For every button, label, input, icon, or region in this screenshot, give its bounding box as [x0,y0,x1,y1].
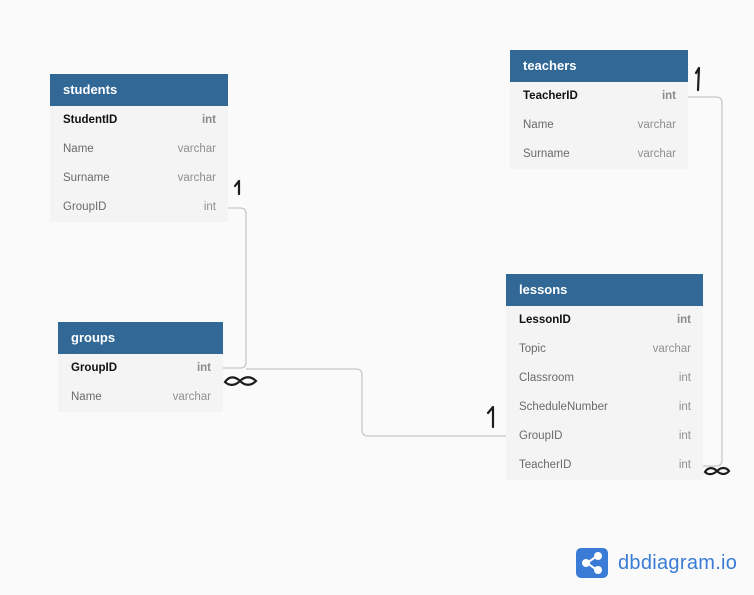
field-row[interactable]: ScheduleNumber int [506,393,703,422]
dbdiagram-brand-link[interactable]: dbdiagram.io [576,548,737,578]
field-name: TeacherID [519,459,572,471]
field-row[interactable]: Surname varchar [510,140,688,169]
share-icon [576,548,608,578]
field-name: GroupID [519,430,563,442]
field-type: int [676,314,691,326]
field-name: Surname [523,148,570,160]
field-type: varchar [172,391,211,403]
table-header[interactable]: students [50,74,228,106]
field-type: int [678,430,691,442]
field-row[interactable]: Classroom int [506,364,703,393]
table-lessons[interactable]: lessons LessonID int Topic varchar Class… [506,274,703,480]
field-row[interactable]: Surname varchar [50,164,228,193]
field-type: int [661,90,676,102]
field-row[interactable]: TeacherID int [510,82,688,111]
field-row[interactable]: Topic varchar [506,335,703,364]
field-name: Name [523,119,554,131]
relationship-groups-lessons[interactable] [246,368,506,437]
field-row[interactable]: StudentID int [50,106,228,135]
field-name: Name [71,391,102,403]
relationship-students-groups[interactable] [223,207,247,369]
field-type: int [678,372,691,384]
field-type: int [678,459,691,471]
field-name: StudentID [63,114,118,126]
field-name: TeacherID [523,90,578,102]
field-row[interactable]: GroupID int [506,422,703,451]
cardinality-many-icon [703,466,731,476]
field-type: varchar [637,148,676,160]
cardinality-one-icon [233,179,241,196]
field-row[interactable]: Name varchar [50,135,228,164]
field-row[interactable]: Name varchar [510,111,688,140]
field-type: varchar [652,343,691,355]
field-name: GroupID [71,362,117,374]
field-type: varchar [637,119,676,131]
field-type: varchar [177,143,216,155]
table-teachers[interactable]: teachers TeacherID int Name varchar Surn… [510,50,688,169]
cardinality-many-icon [223,376,258,386]
field-name: Name [63,143,94,155]
brand-name: dbdiagram.io [618,551,738,574]
field-name: GroupID [63,201,107,213]
field-type: int [203,201,216,213]
field-name: LessonID [519,314,571,326]
field-name: ScheduleNumber [519,401,608,413]
field-row[interactable]: TeacherID int [506,451,703,480]
table-groups[interactable]: groups GroupID int Name varchar [58,322,223,412]
table-header[interactable]: teachers [510,50,688,82]
field-name: Topic [519,343,546,355]
field-name: Surname [63,172,110,184]
field-row[interactable]: Name varchar [58,383,223,412]
field-row[interactable]: GroupID int [58,354,223,383]
table-header[interactable]: lessons [506,274,703,306]
cardinality-one-icon [486,405,495,429]
table-students[interactable]: students StudentID int Name varchar Surn… [50,74,228,222]
relationship-teachers-lessons[interactable] [688,96,723,467]
field-type: varchar [177,172,216,184]
field-type: int [201,114,216,126]
field-row[interactable]: GroupID int [50,193,228,222]
field-type: int [196,362,211,374]
field-name: Classroom [519,372,574,384]
field-row[interactable]: LessonID int [506,306,703,335]
cardinality-one-icon [694,66,701,92]
field-type: int [678,401,691,413]
table-header[interactable]: groups [58,322,223,354]
